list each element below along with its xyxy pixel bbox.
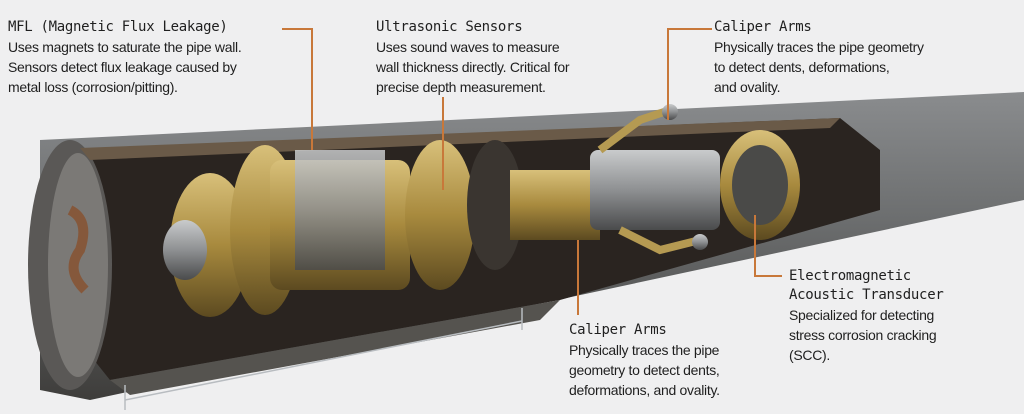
callout-title: MFL (Magnetic Flux Leakage) <box>8 19 228 35</box>
callout-title-line2: Acoustic Transducer <box>789 287 944 303</box>
length-dimension-line <box>124 308 523 410</box>
inspection-pig-tool <box>163 104 800 317</box>
callout-emat: Electromagnetic Acoustic Transducer Spec… <box>789 267 944 365</box>
callout-ultrasonic: Ultrasonic Sensors Uses sound waves to m… <box>376 18 570 97</box>
callout-text: wall thickness directly. Critical for <box>376 59 570 75</box>
callout-caliper-bottom: Caliper Arms Physically traces the pipe g… <box>569 321 720 400</box>
callout-text: Uses magnets to saturate the pipe wall. <box>8 39 242 55</box>
callout-text: Uses sound waves to measure <box>376 39 560 55</box>
callout-text: Specialized for detecting <box>789 307 935 323</box>
callout-text: Sensors detect flux leakage caused by <box>8 59 237 75</box>
callout-title: Caliper Arms <box>714 19 812 35</box>
callout-text: and ovality. <box>714 79 781 95</box>
callout-text: deformations, and ovality. <box>569 382 720 398</box>
callout-text: Physically traces the pipe <box>569 342 720 358</box>
callout-text: metal loss (corrosion/pitting). <box>8 79 178 95</box>
callout-leader-lines <box>282 28 782 315</box>
callout-text: stress corrosion cracking <box>789 327 937 343</box>
callout-text: geometry to detect dents, <box>569 362 720 378</box>
callout-text: to detect dents, deformations, <box>714 59 890 75</box>
callout-text: precise depth measurement. <box>376 79 546 95</box>
callout-title: Ultrasonic Sensors <box>376 19 523 35</box>
callout-caliper-top: Caliper Arms Physically traces the pipe … <box>714 18 924 97</box>
callout-mfl: MFL (Magnetic Flux Leakage) Uses magnets… <box>8 18 242 97</box>
callout-text: Physically traces the pipe geometry <box>714 39 924 55</box>
callout-title: Electromagnetic <box>789 268 911 284</box>
callout-title: Caliper Arms <box>569 322 667 338</box>
callout-text: (SCC). <box>789 347 830 363</box>
